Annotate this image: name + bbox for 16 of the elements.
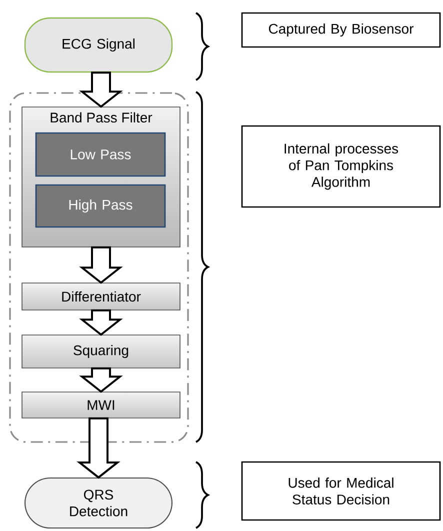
- block-arrow: [79, 367, 123, 393]
- block-arrow: [79, 72, 123, 108]
- block-arrow: [76, 417, 120, 479]
- terminal-box: QRS Detection: [24, 477, 173, 529]
- note-box: Captured By Biosensor: [241, 12, 441, 48]
- group-frame: [9, 92, 189, 443]
- process-box: Low Pass: [35, 132, 166, 177]
- note-box: Used for Medical Status Decision: [241, 461, 441, 521]
- note-box: Internal processes of Pan Tompkins Algorithm: [241, 125, 441, 208]
- process-box: Differentiator: [22, 282, 180, 310]
- process-box: High Pass: [35, 184, 166, 228]
- process-box: Squaring: [22, 334, 180, 368]
- process-box: MWI: [22, 392, 180, 418]
- terminal-box: ECG Signal: [24, 17, 173, 73]
- block-arrow: [79, 309, 123, 336]
- block-arrow: [79, 246, 123, 284]
